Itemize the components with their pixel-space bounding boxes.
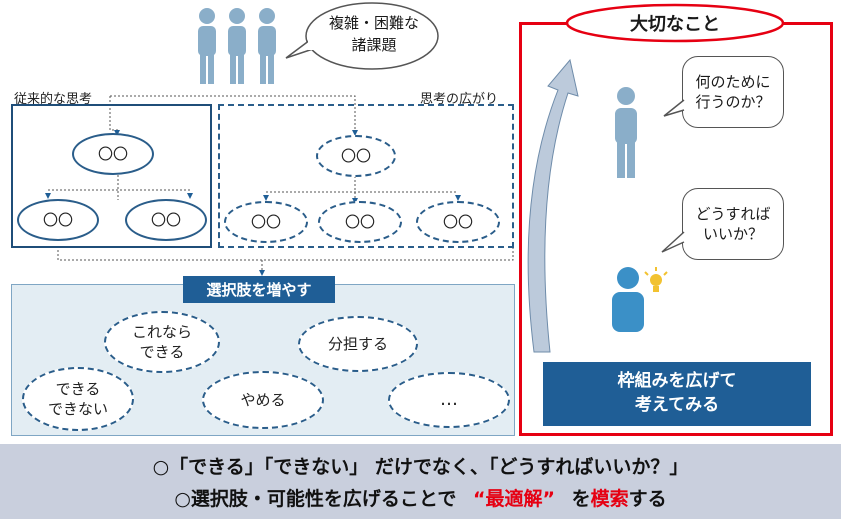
- option-share: 分担する: [298, 316, 418, 372]
- important-title-ellipse: [565, 3, 785, 43]
- thinking-person-icon: [615, 87, 637, 178]
- expanded-node-1: 〇〇: [224, 201, 308, 243]
- option-can-cannot: できるできない: [22, 367, 134, 431]
- curved-up-arrow-icon: [527, 58, 579, 353]
- summary-band: [0, 444, 841, 519]
- conventional-left-node: 〇〇: [17, 199, 99, 241]
- option-can-do-this: これならできる: [104, 311, 220, 373]
- option-stop: やめる: [202, 371, 324, 429]
- options-title: 選択肢を増やす: [183, 276, 335, 303]
- bubble-tail-2: [661, 231, 685, 253]
- summary-line-1: ○「できる」「できない」 だけでなく、「どうすればいいか？」: [152, 456, 689, 478]
- conventional-right-node: 〇〇: [125, 199, 207, 241]
- expanded-node-3: 〇〇: [416, 201, 500, 243]
- people-group-icon: [198, 8, 276, 84]
- how-question-bubble: どうすればいいか？: [682, 188, 784, 260]
- conventional-top-node: 〇〇: [72, 133, 154, 175]
- conventional-thinking-box: [11, 104, 212, 248]
- expanded-thinking-label: 思考の広がり: [420, 92, 499, 107]
- action-box: 枠組みを広げて考えてみる: [543, 362, 811, 426]
- summary-line-2: ○選択肢・可能性を広げることで “最適解” を模索する: [174, 488, 667, 510]
- option-more: …: [388, 372, 510, 428]
- problem-bubble-shape: [285, 2, 439, 70]
- expanded-top-node: 〇〇: [316, 135, 396, 177]
- purpose-question-bubble: 何のために行うのか？: [682, 56, 784, 128]
- idea-person-icon: [612, 267, 668, 332]
- important-title: 大切なこと: [630, 14, 720, 35]
- expanded-node-2: 〇〇: [318, 201, 402, 243]
- bubble-tail: [663, 99, 685, 117]
- conventional-thinking-label: 従来的な思考: [14, 92, 93, 107]
- expanded-thinking-box: [218, 104, 514, 248]
- problem-bubble-text: 複雑・困難な 諸課題: [328, 14, 419, 54]
